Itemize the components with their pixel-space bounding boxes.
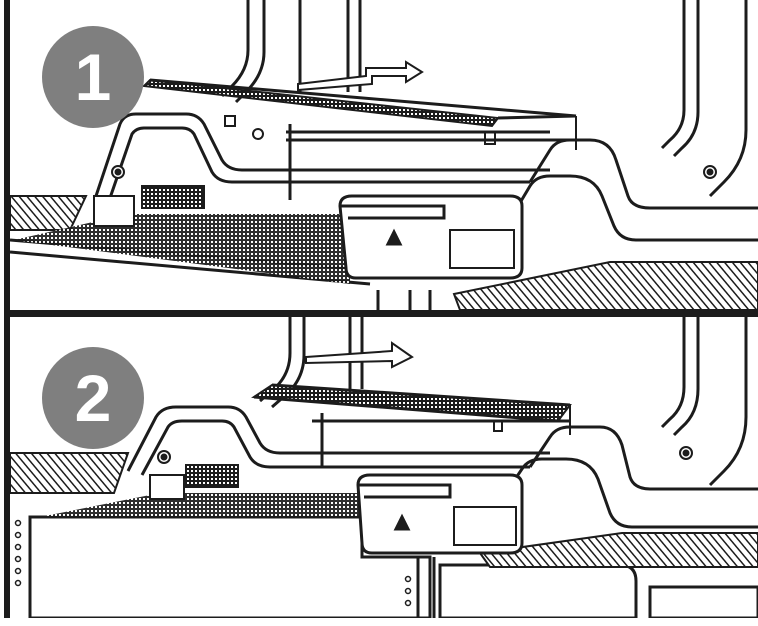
step-2-illustration — [10, 317, 758, 618]
panel-divider — [4, 310, 758, 317]
motion-arrow — [297, 60, 424, 92]
hopper-box — [338, 194, 524, 280]
left-border — [4, 0, 10, 618]
right-side-grate — [452, 261, 758, 310]
hopper-box — [356, 473, 524, 555]
left-side-grate — [10, 452, 130, 494]
left-side-grate — [10, 195, 88, 231]
motion-arrow — [305, 341, 414, 369]
step-2-panel: 2 — [10, 317, 758, 618]
step-1-illustration — [10, 0, 758, 310]
side-vent-holes — [14, 519, 412, 607]
step-2-number: 2 — [74, 361, 112, 435]
control-panel — [149, 446, 693, 500]
step-2-badge: 2 — [42, 347, 144, 449]
step-1-badge: 1 — [42, 26, 144, 128]
warming-rack — [141, 78, 577, 150]
warming-rack — [251, 383, 572, 435]
step-1-number: 1 — [74, 40, 112, 114]
main-cooking-grate — [14, 214, 350, 284]
right-side-grate — [478, 532, 758, 568]
grill-lid-frame — [126, 405, 758, 550]
control-panel — [93, 128, 717, 227]
step-1-panel: 1 — [10, 0, 758, 310]
main-cooking-grate — [40, 493, 362, 517]
grill-legs — [376, 290, 432, 310]
grill-legs — [416, 557, 436, 618]
